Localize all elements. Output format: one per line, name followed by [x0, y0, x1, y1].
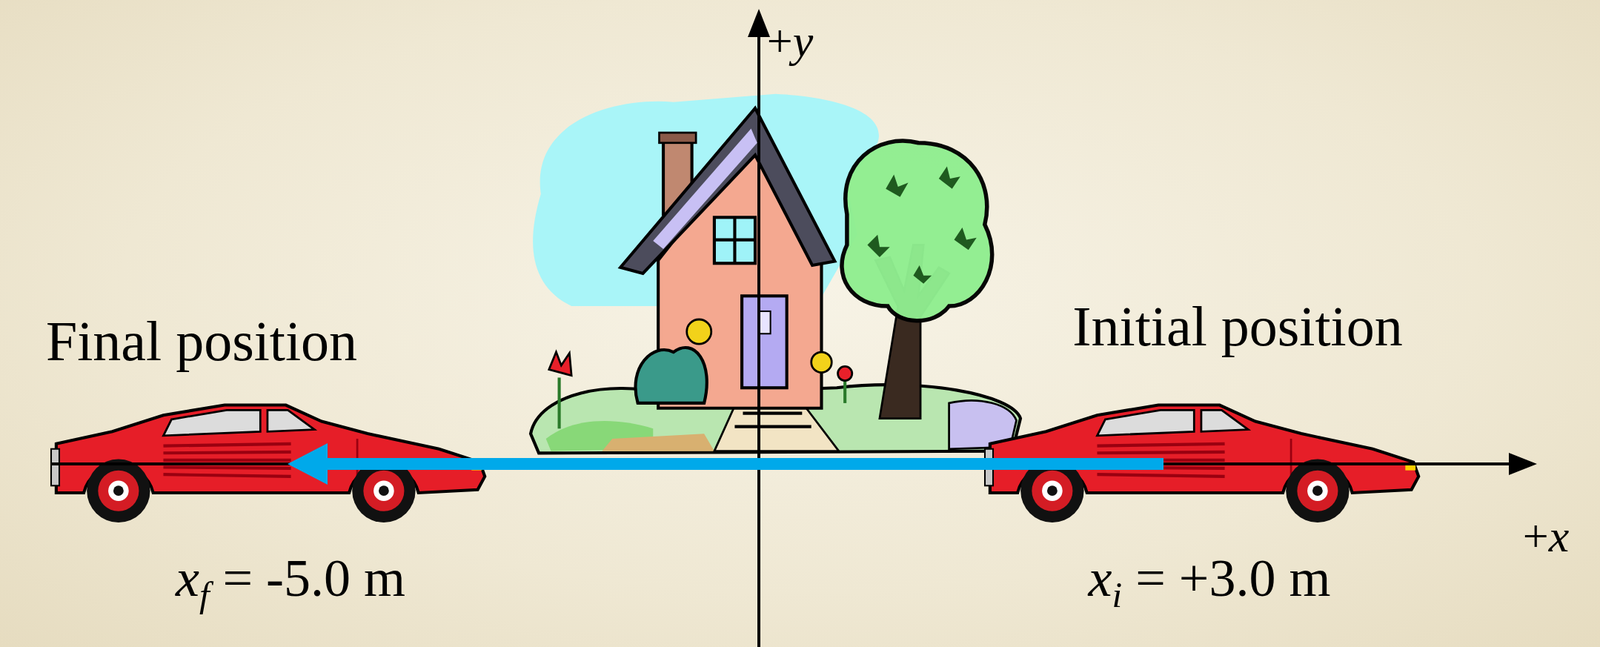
label-part: Final position: [45, 309, 358, 373]
displacement-arrow: [287, 443, 1164, 485]
label-part: +: [1522, 510, 1549, 562]
label-part: = +3.0 m: [1122, 548, 1331, 608]
position-label: Initial position: [1072, 294, 1403, 359]
axis-label: +y: [767, 14, 814, 68]
position-value: xi = +3.0 m: [1088, 547, 1331, 616]
label-part: Initial position: [1072, 294, 1403, 358]
house-scene: [530, 94, 1021, 454]
label-part: = -5.0 m: [208, 548, 406, 608]
position-value: xf = -5.0 m: [175, 547, 406, 616]
label-part: x: [175, 548, 200, 608]
label-part: x: [1088, 548, 1113, 608]
label-part: x: [1548, 510, 1570, 562]
label-part: y: [792, 15, 814, 66]
label-part: i: [1112, 574, 1123, 616]
label-part: f: [199, 574, 210, 616]
position-label: Final position: [45, 309, 358, 374]
label-part: +: [767, 15, 793, 66]
axis-label: +x: [1522, 509, 1570, 563]
